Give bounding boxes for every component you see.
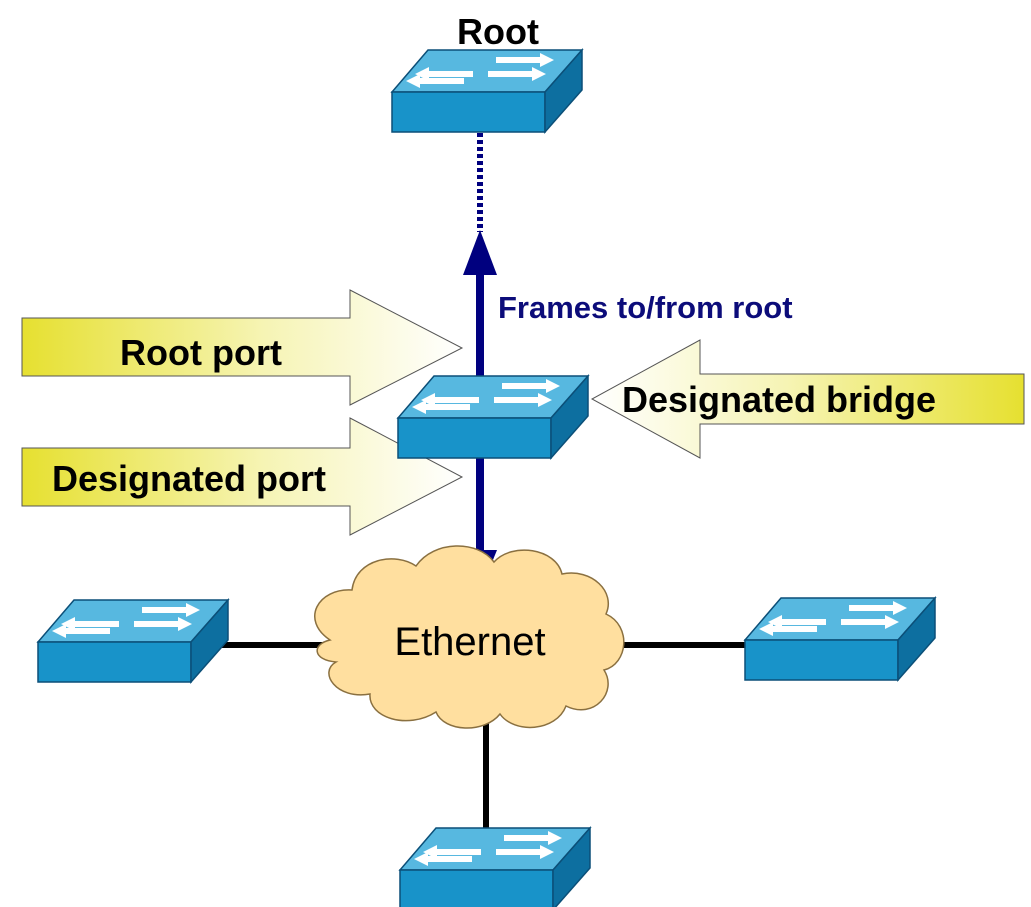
designated-port-callout: [21, 417, 464, 536]
designated-bridge-callout: [590, 339, 1025, 459]
designated-port-label: Designated port: [52, 458, 326, 499]
root-switch-icon: [391, 49, 583, 133]
left-switch-icon: [37, 599, 229, 683]
root-port-label: Root port: [120, 332, 282, 373]
designated-bridge-label: Designated bridge: [622, 379, 936, 420]
frames-label: Frames to/from root: [498, 290, 793, 325]
root-port-callout: [21, 289, 464, 406]
root-label: Root: [457, 11, 539, 52]
ethernet-cloud-icon: [314, 545, 625, 729]
right-switch-icon: [744, 597, 936, 681]
bottom-switch-icon: [399, 827, 591, 907]
ethernet-label: Ethernet: [394, 620, 545, 664]
uplink-arrowhead: [463, 230, 497, 275]
designated-bridge-switch-icon: [397, 375, 589, 459]
